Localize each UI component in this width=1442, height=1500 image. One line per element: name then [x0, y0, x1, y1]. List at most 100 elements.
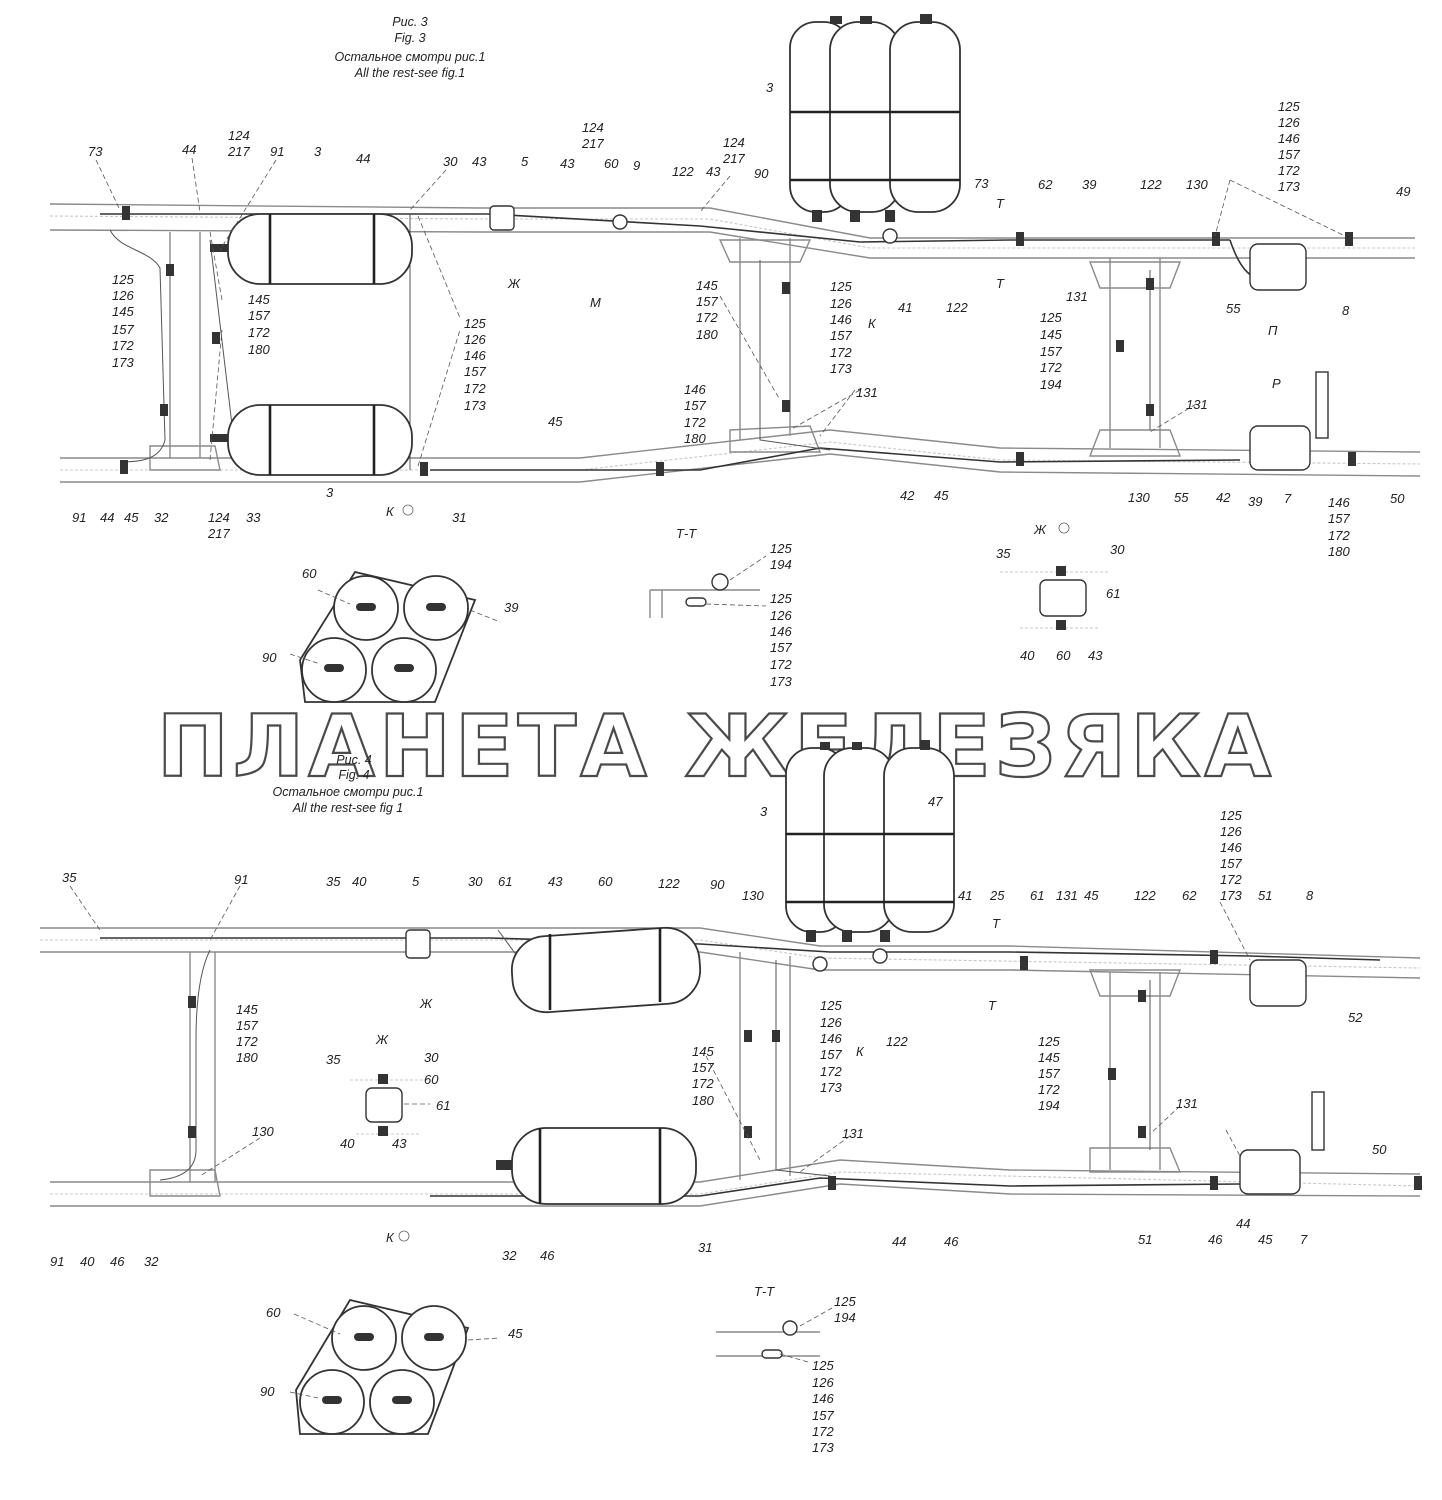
- label-32: 32: [154, 510, 169, 525]
- label-131: 131: [842, 1126, 864, 1141]
- fig4-leaders: [69, 885, 1251, 1177]
- label-146: 146: [684, 382, 706, 397]
- label-172: 172: [1040, 360, 1062, 375]
- label-stack-mid: 125 126 146 157 172 173: [464, 316, 486, 413]
- label-stack-left: 125 126 145 157 172 173: [112, 272, 134, 370]
- label-172: 172: [830, 345, 852, 360]
- label-124: 124: [723, 135, 745, 150]
- label-43: 43: [706, 164, 721, 179]
- label-194: 194: [1038, 1098, 1060, 1113]
- fig3-note-ru: Остальное смотри рис.1: [335, 50, 486, 64]
- fig3-section-zh: Ж 35 30 61 40 60 43: [996, 522, 1125, 663]
- label-35: 35: [62, 870, 77, 885]
- figure-3: Рис. 3 Fig. 3 Остальное смотри рис.1 All…: [49, 14, 1421, 703]
- label-stack-145-180-a: 145 157 172 180: [236, 1002, 258, 1065]
- label-145: 145: [112, 304, 134, 319]
- fig3-tank-cluster-end-view: 60 39 90: [262, 566, 518, 703]
- label-stack-146-180-b: 146 157 172 180: [1328, 495, 1350, 559]
- label-7: 7: [1284, 491, 1292, 506]
- label-45: 45: [1258, 1232, 1273, 1247]
- label-130: 130: [1186, 177, 1208, 192]
- label-146: 146: [830, 312, 852, 327]
- label-31: 31: [452, 510, 466, 525]
- label-172: 172: [770, 657, 792, 672]
- label-157: 157: [820, 1047, 842, 1062]
- label-146: 146: [1220, 840, 1242, 855]
- label-125: 125: [812, 1358, 834, 1373]
- label-3: 3: [766, 80, 774, 95]
- label-stack-146-180-a: 146 157 172 180: [684, 382, 706, 446]
- label-157: 157: [684, 398, 706, 413]
- label-61: 61: [1030, 888, 1044, 903]
- fig3-caption-en: Fig. 3: [394, 31, 425, 45]
- label-145: 145: [1038, 1050, 1060, 1065]
- label-62: 62: [1038, 177, 1053, 192]
- label-122: 122: [658, 876, 680, 891]
- label-126: 126: [812, 1375, 834, 1390]
- label-124: 124: [208, 510, 230, 525]
- label-125: 125: [820, 998, 842, 1013]
- label-173: 173: [812, 1440, 834, 1455]
- label-122: 122: [886, 1034, 908, 1049]
- view-marker-k: К: [386, 1230, 395, 1245]
- label-125: 125: [112, 272, 134, 287]
- view-marker-m: М: [590, 295, 601, 310]
- label-42: 42: [1216, 490, 1231, 505]
- label-217: 217: [722, 151, 745, 166]
- label-172: 172: [1038, 1082, 1060, 1097]
- label-125: 125: [770, 541, 792, 556]
- label-172: 172: [464, 381, 486, 396]
- label-131: 131: [1186, 397, 1208, 412]
- fig4-labels: 47 3 35 91 35 40 5 30 61 43 60 122 90 13…: [50, 794, 1387, 1269]
- view-marker-r: Р: [1272, 376, 1281, 391]
- label-5: 5: [521, 154, 529, 169]
- label-5: 5: [412, 874, 420, 889]
- fig3-section-tt: Т-Т 125 194 125 126 146 157 172 173: [649, 526, 792, 689]
- label-60: 60: [266, 1305, 281, 1320]
- label-43: 43: [392, 1136, 407, 1151]
- view-marker-k: К: [856, 1044, 865, 1059]
- label-125: 125: [834, 1294, 856, 1309]
- label-45: 45: [124, 510, 139, 525]
- label-60: 60: [302, 566, 317, 581]
- label-90: 90: [710, 877, 725, 892]
- view-circle-k: [398, 1230, 410, 1242]
- label-3: 3: [314, 144, 322, 159]
- label-45: 45: [508, 1326, 523, 1341]
- label-172: 172: [1220, 872, 1242, 887]
- label-25: 25: [989, 888, 1005, 903]
- fig3-receiver-upper: [210, 213, 413, 285]
- label-145: 145: [692, 1044, 714, 1059]
- label-8: 8: [1342, 303, 1350, 318]
- label-131: 131: [856, 385, 878, 400]
- label-51: 51: [1138, 1232, 1152, 1247]
- label-55: 55: [1174, 490, 1189, 505]
- fig4-receiver-upper: [510, 926, 702, 1014]
- label-122: 122: [1140, 177, 1162, 192]
- label-50: 50: [1390, 491, 1405, 506]
- label-122: 122: [1134, 888, 1156, 903]
- label-172: 172: [692, 1076, 714, 1091]
- label-173: 173: [112, 355, 134, 370]
- label-157: 157: [770, 640, 792, 655]
- label-stack-right: 125 126 146 157 172 173: [1278, 99, 1300, 194]
- label-131: 131: [1066, 289, 1088, 304]
- fig3-vertical-tank-group: [789, 14, 961, 222]
- label-44: 44: [892, 1234, 906, 1249]
- fig3-cross-members: [149, 232, 1182, 471]
- label-47: 47: [928, 794, 943, 809]
- label-43: 43: [472, 154, 487, 169]
- label-62: 62: [1182, 888, 1197, 903]
- label-145: 145: [248, 292, 270, 307]
- label-30: 30: [1110, 542, 1125, 557]
- fig4-cross-members: [149, 952, 1182, 1197]
- fig3-valves: [489, 205, 1329, 471]
- label-39: 39: [504, 600, 518, 615]
- label-45: 45: [548, 414, 563, 429]
- fig3-labels: 73 44 124 217 91 3 44 30 43 5 43 124 217…: [72, 80, 1410, 559]
- label-173: 173: [1220, 888, 1242, 903]
- fig3-note-en: All the rest-see fig.1: [354, 66, 465, 80]
- label-32: 32: [502, 1248, 517, 1263]
- label-180: 180: [236, 1050, 258, 1065]
- label-126: 126: [820, 1015, 842, 1030]
